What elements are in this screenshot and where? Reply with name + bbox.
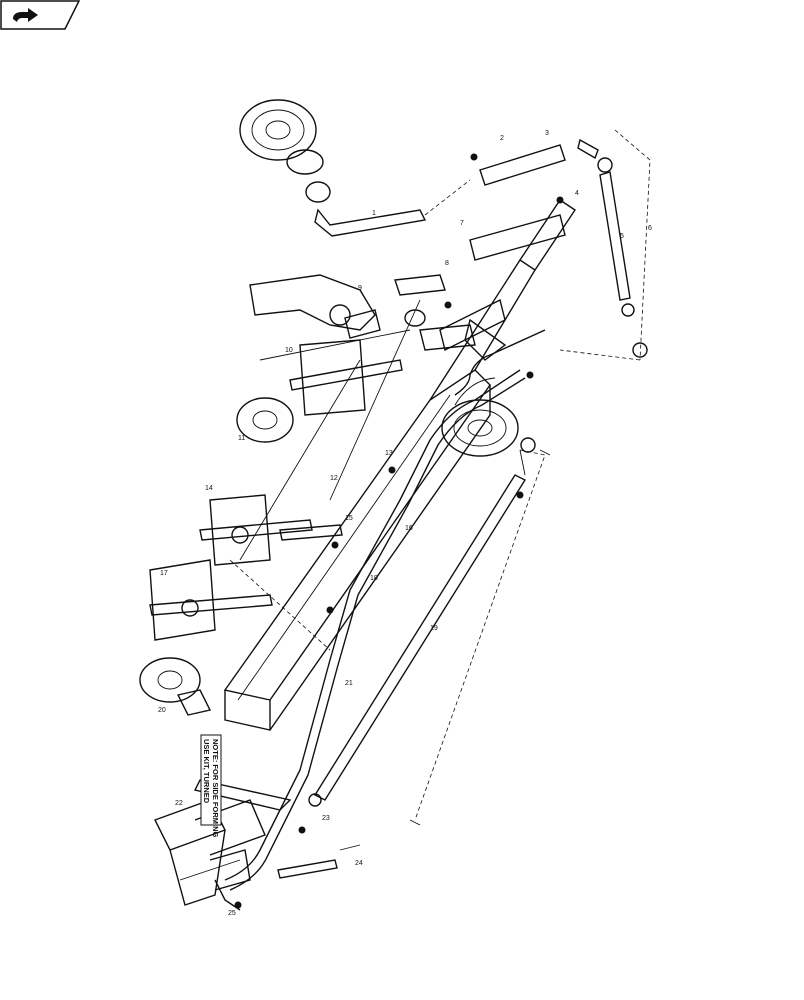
callout-label: 25 bbox=[228, 910, 236, 917]
opener-unit-1 bbox=[236, 274, 403, 443]
main-frame-beam bbox=[223, 369, 491, 731]
cylinder-rod bbox=[308, 437, 536, 807]
callout-label: 10 bbox=[285, 347, 293, 354]
callout-label: 7 bbox=[460, 220, 464, 227]
hydraulic-hoses bbox=[214, 329, 546, 911]
callout-label: 18 bbox=[370, 575, 378, 582]
note-line-1: NOTE: FOR SIDE FORMING bbox=[211, 739, 220, 837]
opener-unit-3 bbox=[139, 559, 273, 716]
gauge-wheel-top bbox=[239, 99, 471, 237]
callout-label: 1 bbox=[372, 210, 376, 217]
callout-label: 15 bbox=[345, 515, 353, 522]
callout-label: 16 bbox=[405, 525, 413, 532]
hitch-assembly bbox=[154, 779, 292, 906]
transport-wheel bbox=[441, 377, 519, 457]
callout-label: 8 bbox=[445, 260, 449, 267]
note-line-2: USE KIT, TURNED bbox=[202, 739, 211, 804]
callout-label: 14 bbox=[205, 485, 213, 492]
arrow-right-icon bbox=[13, 8, 38, 22]
callout-label: 11 bbox=[238, 435, 245, 442]
callout-label: 19 bbox=[430, 625, 438, 632]
callout-label: 17 bbox=[160, 570, 168, 577]
upper-cylinder bbox=[577, 138, 648, 358]
fasteners bbox=[234, 153, 564, 909]
callout-label: 22 bbox=[175, 800, 183, 807]
loose-bar bbox=[277, 844, 361, 879]
callout-label: 20 bbox=[158, 707, 166, 714]
next-page-tab[interactable] bbox=[0, 0, 80, 30]
callout-label: 5 bbox=[620, 233, 624, 240]
callout-label: 23 bbox=[322, 815, 330, 822]
cross-shafts bbox=[229, 299, 421, 651]
opener-unit-2 bbox=[199, 494, 343, 566]
callout-label: 21 bbox=[345, 680, 353, 687]
upper-brackets bbox=[344, 274, 476, 351]
callout-labels: 1 2 3 4 5 6 7 8 9 10 11 12 13 14 15 16 1… bbox=[158, 130, 652, 917]
callout-label: 13 bbox=[385, 450, 393, 457]
callout-label: 6 bbox=[648, 225, 652, 232]
callout-label: 2 bbox=[500, 135, 504, 142]
callout-label: 4 bbox=[575, 190, 579, 197]
rear-frame-section bbox=[429, 144, 576, 401]
leader-lines bbox=[409, 129, 651, 826]
note-box: NOTE: FOR SIDE FORMING USE KIT, TURNED bbox=[200, 734, 222, 837]
callout-label: 3 bbox=[545, 130, 549, 137]
callout-label: 9 bbox=[358, 285, 362, 292]
callout-label: 12 bbox=[330, 475, 338, 482]
callout-label: 24 bbox=[355, 860, 363, 867]
